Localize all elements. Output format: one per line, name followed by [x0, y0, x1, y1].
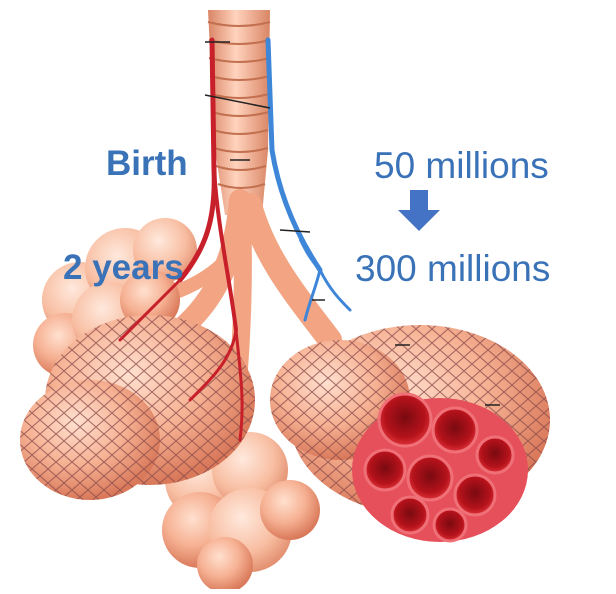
alveoli-count-birth: 50 millions [374, 147, 549, 184]
down-arrow-icon [397, 190, 441, 232]
trachea [208, 10, 270, 215]
two-years-label: 2 years [63, 250, 184, 285]
alveoli-count-two-years: 300 millions [355, 250, 550, 287]
birth-label: Birth [106, 146, 188, 181]
